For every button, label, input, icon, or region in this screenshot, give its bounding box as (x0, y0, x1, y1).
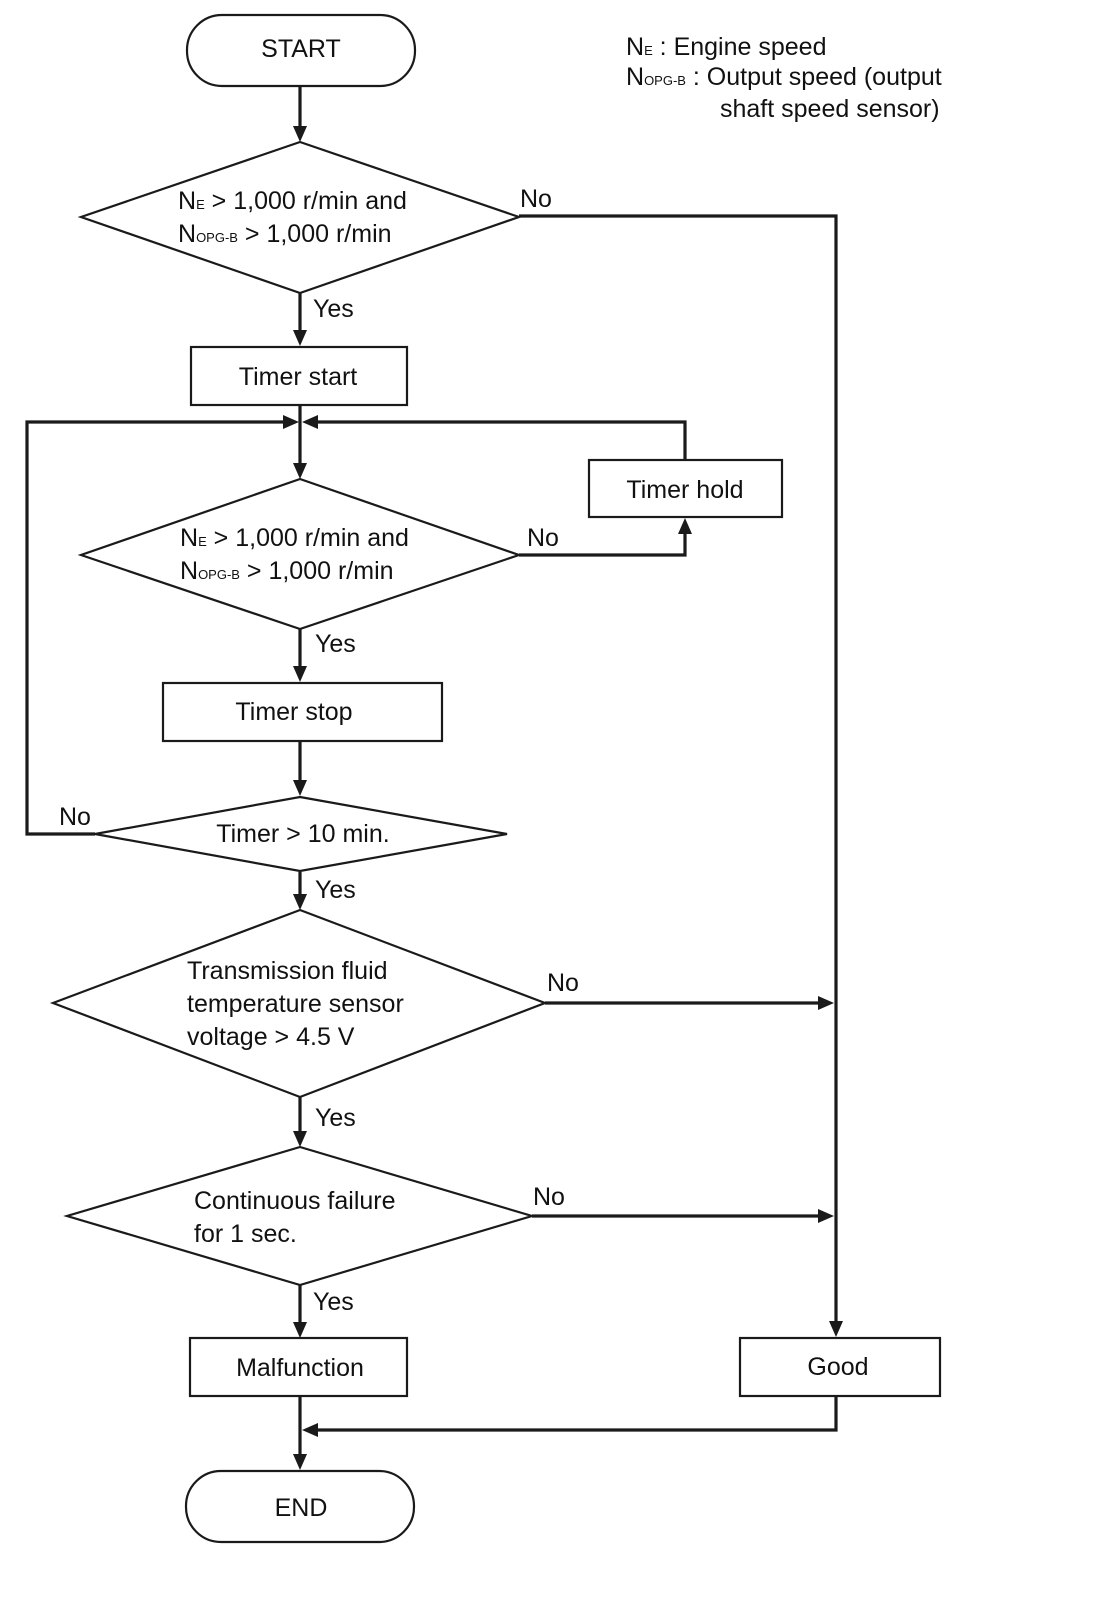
edge-label-no: No (59, 803, 91, 831)
arrowhead (293, 1131, 307, 1147)
edge-label-yes: Yes (315, 1104, 356, 1132)
legend-output-speed: NOPG-B : Output speed (output (626, 63, 942, 91)
decision-continuous: Continuous failure for 1 sec. (63, 1145, 536, 1287)
legend-engine-speed: NE : Engine speed (626, 33, 826, 61)
timer-start-box: Timer start (189, 345, 409, 407)
decision-engine-output-speed-1: NE > 1,000 r/min and NOPG-B > 1,000 r/mi… (77, 140, 523, 295)
decision-text-line: voltage > 4.5 V (187, 1023, 355, 1051)
timer-hold-box: Timer hold (587, 458, 784, 519)
legend-output-speed-cont: shaft speed sensor) (720, 95, 940, 123)
arrowhead (293, 666, 307, 682)
arrowhead (818, 996, 834, 1010)
decision-timer: Timer > 10 min. (94, 795, 508, 873)
edge-check1-no-rail (519, 214, 838, 1323)
edge-labels: No Yes No Yes No Yes No Yes No Yes (59, 185, 579, 1316)
malfunction-label: Malfunction (236, 1354, 364, 1382)
arrowhead (293, 1322, 307, 1338)
decision-timer-label: Timer > 10 min. (216, 820, 389, 848)
decision-text-line: temperature sensor (187, 990, 404, 1018)
arrowhead (293, 330, 307, 346)
decision-text-line: NOPG-B > 1,000 r/min (178, 220, 392, 248)
decision-engine-output-speed-2: NE > 1,000 r/min and NOPG-B > 1,000 r/mi… (77, 477, 523, 631)
arrowheads (283, 126, 843, 1470)
edge-label-no: No (520, 185, 552, 213)
arrowhead (818, 1209, 834, 1223)
malfunction-box: Malfunction (188, 1336, 409, 1398)
decision-text-line: Transmission fluid (187, 957, 388, 985)
edge-label-yes: Yes (313, 1288, 354, 1316)
start-node: START (185, 13, 417, 88)
arrowhead (293, 894, 307, 910)
decision-text-line: NE > 1,000 r/min and (178, 187, 407, 215)
legend: NE : Engine speed NOPG-B : Output speed … (626, 33, 942, 123)
arrowhead (678, 518, 692, 534)
decision-text-line: NE > 1,000 r/min and (180, 524, 409, 552)
arrowhead (302, 415, 318, 429)
arrowhead (293, 463, 307, 479)
decision-text-line: NOPG-B > 1,000 r/min (180, 557, 394, 585)
arrowhead (293, 126, 307, 142)
edge-label-no: No (533, 1183, 565, 1211)
decision-text-line: for 1 sec. (194, 1220, 297, 1248)
decision-text-line: Continuous failure (194, 1187, 396, 1215)
edge-check2-no-hold (519, 532, 687, 557)
end-node: END (184, 1469, 416, 1544)
arrowhead (293, 1454, 307, 1470)
edge-label-no: No (527, 524, 559, 552)
edge-good-end (316, 1397, 838, 1432)
edge-label-no: No (547, 969, 579, 997)
arrowhead (829, 1321, 843, 1337)
timer-stop-box: Timer stop (161, 681, 444, 743)
edge-label-yes: Yes (315, 630, 356, 658)
good-box: Good (738, 1336, 942, 1398)
connectors (25, 86, 838, 1456)
edge-label-yes: Yes (313, 295, 354, 323)
edge-hold-loop (316, 420, 687, 460)
timer-stop-label: Timer stop (235, 698, 352, 726)
arrowhead (302, 1423, 318, 1437)
edge-timercheck-no-loop (25, 420, 285, 836)
timer-hold-label: Timer hold (626, 476, 743, 504)
start-label: START (261, 35, 341, 63)
edge-label-yes: Yes (315, 876, 356, 904)
end-label: END (275, 1494, 328, 1522)
arrowhead (293, 780, 307, 796)
good-label: Good (807, 1353, 868, 1381)
timer-start-label: Timer start (239, 363, 358, 391)
decision-fluid-temp: Transmission fluid temperature sensor vo… (49, 908, 549, 1099)
arrowhead (283, 415, 299, 429)
